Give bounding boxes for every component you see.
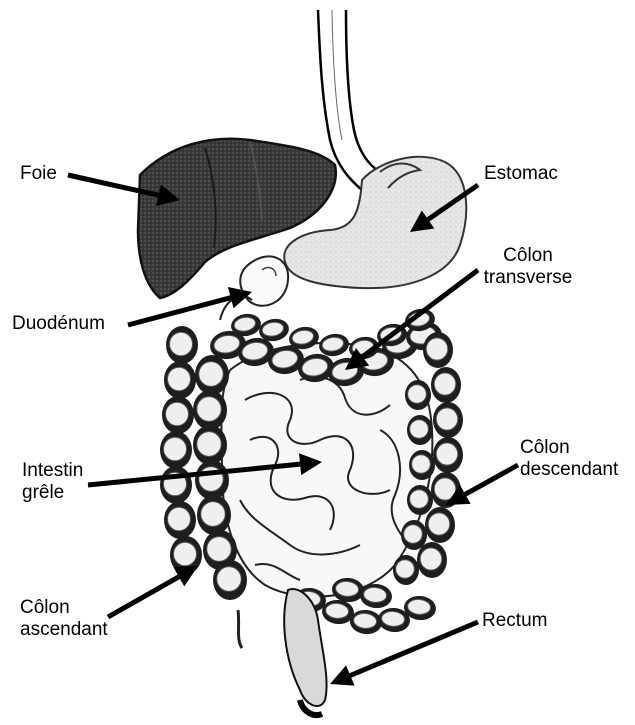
label-colon-ascendant-line1: Côlon bbox=[20, 597, 108, 619]
colon-haustrum-lumen bbox=[408, 385, 427, 404]
arrow-colon-ascendant-shaft bbox=[108, 577, 179, 617]
colon-haustrum-lumen bbox=[169, 332, 192, 356]
colon-haustrum-lumen bbox=[173, 542, 196, 566]
colon-haustrum-lumen bbox=[197, 432, 221, 457]
colon-haustrum-lumen bbox=[165, 402, 188, 426]
colon-haustrum-lumen bbox=[396, 560, 415, 579]
label-colon-transverse-line1: Côlon bbox=[477, 245, 579, 267]
label-rectum: Rectum bbox=[482, 610, 547, 632]
colon-haustrum-lumen bbox=[201, 502, 225, 527]
label-foie: Foie bbox=[20, 163, 57, 185]
label-colon-ascendant: Côlon ascendant bbox=[20, 597, 108, 641]
arrow-rectum bbox=[330, 622, 478, 686]
colon-haustrum-lumen bbox=[426, 338, 448, 360]
colon-haustrum-lumen bbox=[410, 490, 429, 509]
colon-haustrum-lumen bbox=[434, 373, 456, 395]
colon-haustrum-lumen bbox=[197, 397, 221, 422]
label-colon-ascendant-line2: ascendant bbox=[20, 619, 108, 641]
label-rectum-text: Rectum bbox=[482, 610, 547, 632]
label-colon-transverse-line2: transverse bbox=[477, 267, 579, 289]
colon-haustrum-lumen bbox=[412, 455, 431, 474]
colon-haustrum-lumen bbox=[163, 437, 186, 461]
colon-haustrum-lumen bbox=[420, 548, 442, 570]
label-duodenum-text: Duodénum bbox=[12, 313, 105, 335]
arrow-duodenum-shaft bbox=[128, 298, 231, 325]
colon-haustrum-lumen bbox=[436, 408, 458, 430]
label-estomac: Estomac bbox=[484, 163, 558, 185]
label-colon-descendant-line2: descendant bbox=[520, 459, 618, 481]
colon-haustrum-lumen bbox=[428, 513, 450, 535]
label-estomac-text: Estomac bbox=[484, 163, 558, 185]
colon-haustrum-lumen bbox=[404, 525, 423, 544]
label-intestin-grele-line2: grêle bbox=[22, 482, 83, 504]
label-colon-transverse: Côlon transverse bbox=[477, 245, 579, 289]
colon-haustrum-lumen bbox=[167, 507, 190, 531]
arrow-duodenum bbox=[128, 287, 252, 325]
label-duodenum: Duodénum bbox=[12, 313, 105, 335]
label-foie-text: Foie bbox=[20, 163, 57, 185]
colon-haustrum-lumen bbox=[217, 567, 241, 592]
colon-haustrum-lumen bbox=[436, 443, 458, 465]
label-intestin-grele: Intestin grêle bbox=[22, 460, 83, 504]
arrow-colon-descendant-shaft bbox=[465, 465, 518, 494]
label-colon-descendant: Côlon descendant bbox=[520, 437, 618, 481]
arrow-colon-ascendant bbox=[108, 566, 198, 617]
colon-haustrum-lumen bbox=[167, 367, 190, 391]
label-colon-descendant-line1: Côlon bbox=[520, 437, 618, 459]
colon-haustrum-lumen bbox=[207, 537, 231, 562]
appendix bbox=[238, 610, 242, 648]
label-intestin-grele-line1: Intestin bbox=[22, 460, 83, 482]
colon-haustrum-lumen bbox=[410, 420, 429, 439]
colon-haustrum-lumen bbox=[199, 362, 223, 387]
